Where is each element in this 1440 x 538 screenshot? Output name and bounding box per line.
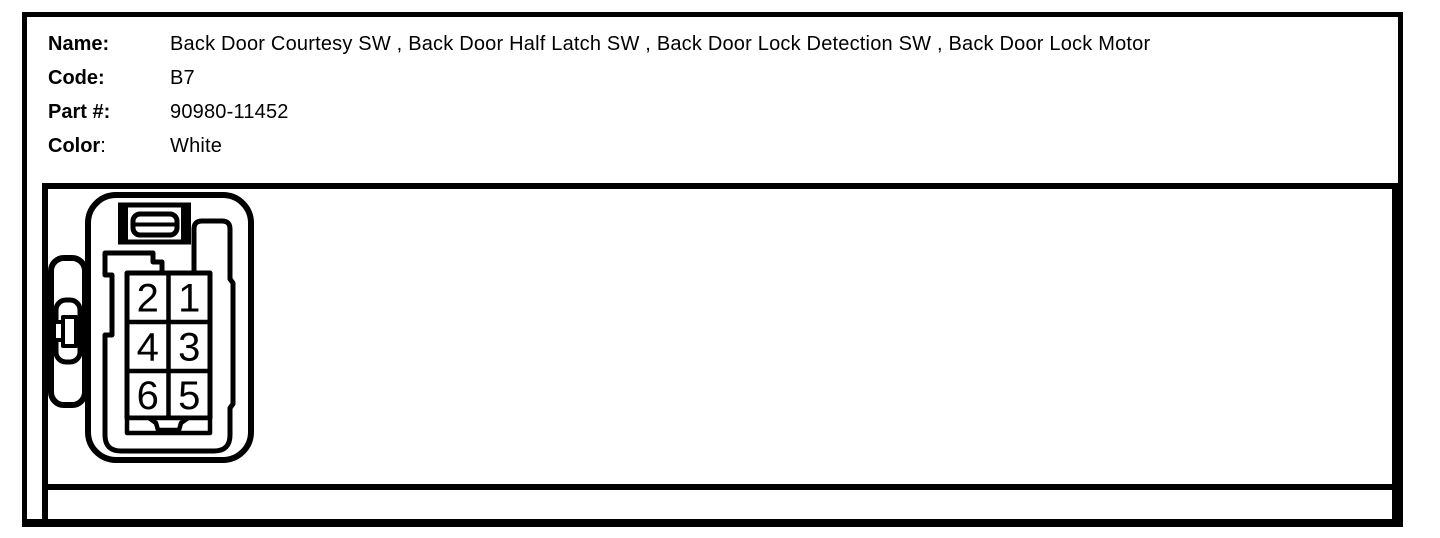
pin-label-6: 6 [137,374,159,418]
bottom-key-tab [146,415,191,433]
spec-row-part-number: Part #: 90980-11452 [48,95,1390,129]
spec-value-color: White [170,134,223,157]
pin-label-1: 1 [178,277,200,321]
spec-row-code: Code: B7 [48,61,1390,95]
spec-label-name: Name: [48,32,110,55]
connector-panel: 2 1 4 3 6 5 [42,183,1398,490]
spec-value-code: B7 [170,66,195,89]
spec-value-name: Back Door Courtesy SW , Back Door Half L… [170,32,1151,55]
document-frame: Name: Back Door Courtesy SW , Back Door … [22,12,1403,527]
pin-label-3: 3 [178,326,200,370]
pin-label-5: 5 [178,374,200,418]
latch-rail-right [181,202,191,245]
spec-block: Name: Back Door Courtesy SW , Back Door … [48,27,1390,163]
connector-diagram: 2 1 4 3 6 5 [48,192,254,463]
pin-label-2: 2 [137,277,159,321]
spec-label-code: Code: [48,66,105,89]
empty-bottom-row [42,490,1398,519]
pin-label-4: 4 [137,326,159,370]
spec-label-color: Color: [48,134,106,157]
cavity-contour [102,218,236,454]
spec-label-part-number: Part #: [48,100,111,123]
side-tab-key-inner [61,315,78,348]
latch-rail-left [118,202,128,245]
spec-value-part-number: 90980-11452 [170,100,289,123]
spec-row-name: Name: Back Door Courtesy SW , Back Door … [48,27,1390,61]
spec-row-color: Color: White [48,129,1390,163]
